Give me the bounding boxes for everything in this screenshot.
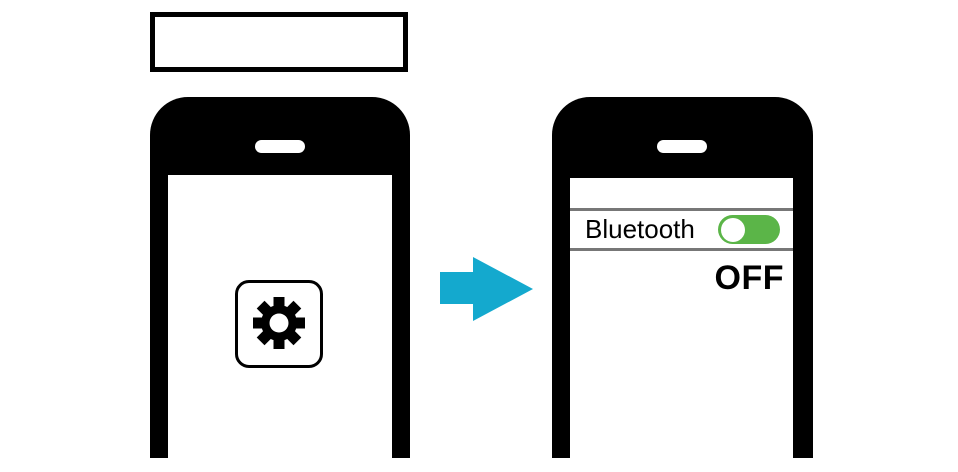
phone-after-screen: Bluetooth OFF xyxy=(570,178,793,458)
speaker-slot-icon xyxy=(657,140,707,153)
status-bar xyxy=(570,178,793,211)
toggle-knob xyxy=(721,217,745,242)
bluetooth-state-text: OFF xyxy=(714,259,784,297)
settings-app-button[interactable] xyxy=(235,280,323,368)
phone-after: Bluetooth OFF xyxy=(552,97,813,458)
bluetooth-toggle[interactable] xyxy=(718,215,780,244)
caption-box xyxy=(150,12,408,72)
speaker-slot-icon xyxy=(255,140,305,153)
bluetooth-row: Bluetooth xyxy=(570,211,793,251)
phone-before xyxy=(150,97,410,458)
arrow-right-icon xyxy=(440,257,533,321)
phone-before-screen xyxy=(168,175,392,458)
bluetooth-label: Bluetooth xyxy=(585,214,695,244)
gear-icon xyxy=(251,295,307,354)
